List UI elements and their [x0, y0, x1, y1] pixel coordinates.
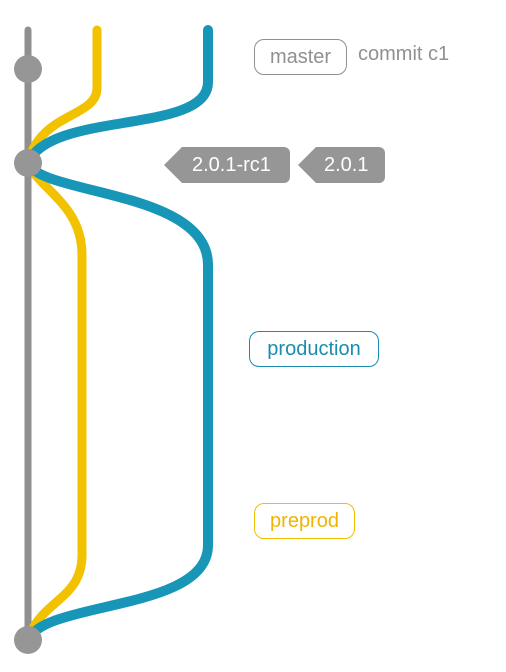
tag-2-0-1[interactable]: 2.0.1: [298, 147, 385, 183]
commit-node-root[interactable]: [14, 626, 42, 654]
preprod-branch-label[interactable]: preprod: [254, 503, 355, 539]
production-branch-label[interactable]: production: [249, 331, 379, 367]
commit-node-c1[interactable]: [14, 55, 42, 83]
commit-node-tagged[interactable]: [14, 149, 42, 177]
preprod-branch-line: [23, 25, 102, 645]
production-branch-line: [22, 25, 213, 645]
tag-2-0-1-rc1[interactable]: 2.0.1-rc1: [164, 147, 290, 183]
master-branch-label[interactable]: master: [254, 39, 347, 75]
commit-message: commit c1: [358, 43, 450, 65]
